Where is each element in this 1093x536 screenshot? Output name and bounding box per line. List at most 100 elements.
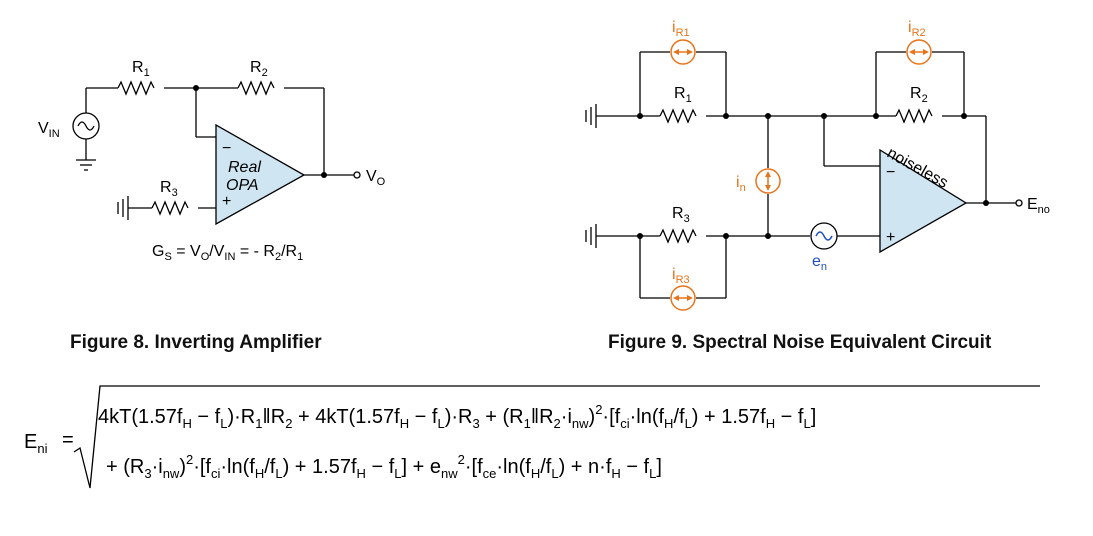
vin-label: VIN xyxy=(38,120,60,140)
equation-token: L xyxy=(803,416,810,431)
equation-token: )·R xyxy=(445,406,473,428)
equation-token: nw xyxy=(163,466,180,481)
equation-token: ·[f xyxy=(602,406,620,428)
equation-token: ) + 1.57f xyxy=(283,456,357,478)
equation-token: 2 xyxy=(554,416,561,431)
r2-label: R2 xyxy=(910,85,928,105)
equation-token: − f xyxy=(775,406,804,428)
equation-token: H xyxy=(664,416,673,431)
square-root-icon xyxy=(73,385,1040,489)
figure-9-noise-equivalent-circuit: R1 iR1 R2 iR2 in xyxy=(585,19,1050,353)
equation-token: ) xyxy=(589,406,596,428)
equation-token: ·[f xyxy=(465,456,483,478)
equation-line-2: + (R3·inw)2·[fci·ln(fH/fL) + 1.57fH − fL… xyxy=(106,452,662,481)
equation-token: H xyxy=(400,416,409,431)
equation-token: − f xyxy=(409,406,438,428)
equation-token: L xyxy=(220,416,227,431)
equation-token: ·ln(f xyxy=(220,456,255,478)
figure-9-caption: Figure 9. Spectral Noise Equivalent Circ… xyxy=(608,332,992,353)
equation-token: ci xyxy=(620,416,630,431)
opamp-real-label: Real xyxy=(228,159,261,176)
figure-8-inverting-amplifier: VIN R1 R2 − + Real OPA VO xyxy=(38,59,386,353)
equation-token: ci xyxy=(211,466,221,481)
r3-resistor-icon xyxy=(659,228,697,244)
equation-token: 2 xyxy=(595,402,602,417)
equation-token: H xyxy=(357,466,366,481)
equation-token: ] xyxy=(656,456,662,478)
equation-token: + (R xyxy=(480,406,524,428)
opamp-plus-label: + xyxy=(222,193,231,210)
eni-label: Eni xyxy=(24,431,48,456)
equation-token: nw xyxy=(441,466,458,481)
ground-icon xyxy=(585,224,597,248)
equation-token: H xyxy=(182,416,191,431)
equation-token: /f xyxy=(540,456,552,478)
equation-token: 4kT(1.57f xyxy=(98,406,183,428)
equation-token: + (R xyxy=(106,456,144,478)
ir2-label: iR2 xyxy=(908,19,926,39)
noise-equation: Eni = 4kT(1.57fH − fL)·R1‖R2 + 4kT(1.57f… xyxy=(24,385,1040,489)
equation-token: + 4kT(1.57f xyxy=(292,406,400,428)
r2-resistor-icon xyxy=(895,108,933,124)
equation-token: L xyxy=(685,416,692,431)
opamp-plus-label: + xyxy=(886,229,895,246)
equation-token: L xyxy=(649,466,656,481)
r2-label: R2 xyxy=(250,59,268,79)
equation-token: ·i xyxy=(561,406,572,428)
equation-line-1: 4kT(1.57fH − fL)·R1‖R2 + 4kT(1.57fH − fL… xyxy=(98,402,816,431)
equals-sign: = xyxy=(62,429,74,451)
equation-token: ] + e xyxy=(402,456,441,478)
equation-token: H xyxy=(766,416,775,431)
equation-token: /f xyxy=(264,456,276,478)
equation-token: L xyxy=(551,466,558,481)
opamp-minus-label: − xyxy=(886,164,895,181)
equation-token: 2 xyxy=(285,416,292,431)
en-label: en xyxy=(812,253,827,273)
opamp-minus-label: − xyxy=(222,140,231,157)
equation-token: ) + 1.57f xyxy=(692,406,766,428)
real-opa-triangle xyxy=(215,123,306,226)
equation-token: ‖R xyxy=(262,406,285,428)
equation-token: ) + n·f xyxy=(559,456,612,478)
equation-token: /f xyxy=(673,406,685,428)
equation-token: 2 xyxy=(458,452,465,467)
noiseless-opamp-triangle xyxy=(879,148,968,254)
vo-terminal xyxy=(353,171,361,179)
ir3-label: iR3 xyxy=(672,266,690,286)
equation-token: 3 xyxy=(472,416,479,431)
equation-token: ·i xyxy=(152,456,163,478)
equation-token: ·[f xyxy=(193,456,211,478)
equation-token: ‖R xyxy=(531,406,554,428)
equation-token: H xyxy=(531,466,540,481)
equation-token: 3 xyxy=(144,466,151,481)
vo-label: VO xyxy=(366,168,386,188)
ground-icon xyxy=(585,104,597,128)
equation-token: ) xyxy=(179,456,186,478)
r3-label: R3 xyxy=(672,205,690,225)
eno-label: Eno xyxy=(1027,196,1050,216)
ir1-label: iR1 xyxy=(672,19,690,39)
equation-token: − f xyxy=(192,406,221,428)
r1-label: R1 xyxy=(674,85,692,105)
r1-label: R1 xyxy=(132,59,150,79)
opamp-opa-label: OPA xyxy=(226,177,259,194)
r3-resistor-icon xyxy=(151,200,189,216)
r3-label: R3 xyxy=(160,179,178,199)
ground-icon xyxy=(76,159,96,171)
equation-token: 1 xyxy=(524,416,531,431)
equation-token: − f xyxy=(621,456,650,478)
equation-token: ] xyxy=(811,406,817,428)
ground-icon xyxy=(117,196,129,220)
equation-token: ce xyxy=(483,466,497,481)
equation-token: 2 xyxy=(186,452,193,467)
equation-token: L xyxy=(275,466,282,481)
equation-token: ·ln(f xyxy=(630,406,665,428)
equation-token: )·R xyxy=(227,406,255,428)
r1-resistor-icon xyxy=(117,80,155,96)
equation-token: 1 xyxy=(255,416,262,431)
figure-8-caption: Figure 8. Inverting Amplifier xyxy=(70,332,322,353)
eno-terminal xyxy=(1015,199,1023,207)
in-label: in xyxy=(736,174,746,194)
equation-token: H xyxy=(255,466,264,481)
